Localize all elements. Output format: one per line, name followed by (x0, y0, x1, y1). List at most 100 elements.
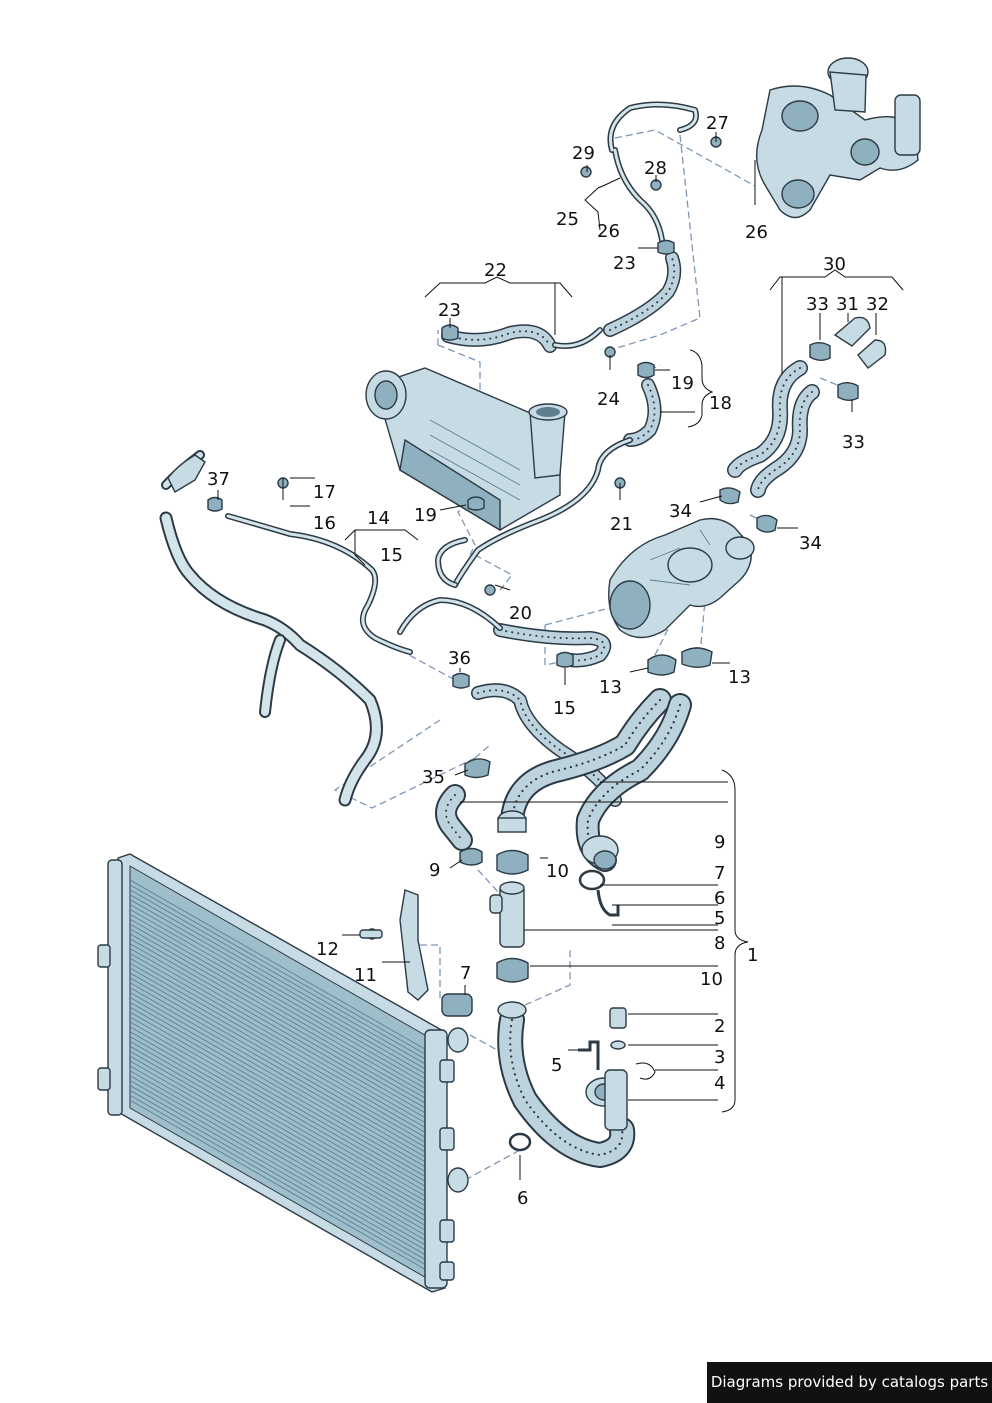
radiator-fin (129, 972, 431, 1146)
radiator-fin (129, 1045, 431, 1219)
label-34: 34 (669, 501, 692, 522)
label-21: 21 (610, 514, 633, 535)
label-37: 37 (207, 469, 230, 490)
radiator-fin (129, 928, 431, 1102)
radiator-fin (129, 943, 431, 1116)
label-9: 9 (429, 860, 440, 881)
label-32: 32 (866, 294, 889, 315)
bolt (580, 166, 592, 178)
radiator (97, 853, 469, 1293)
label-15: 15 (380, 545, 403, 566)
radiator-fin (129, 1085, 431, 1258)
label-10: 10 (700, 969, 723, 990)
label-6: 6 (517, 1188, 528, 1209)
radiator-fin (129, 908, 431, 1082)
label-35: 35 (422, 767, 445, 788)
radiator-fin (129, 889, 431, 1063)
label-20: 20 (509, 603, 532, 624)
radiator-fin (129, 967, 431, 1141)
leader-lines (217, 132, 904, 1180)
label-8: 8 (714, 933, 725, 954)
radiator-fin (129, 933, 431, 1107)
label-22: 22 (484, 260, 507, 281)
radiator-fin (129, 884, 431, 1058)
radiator-fin (129, 1050, 431, 1224)
label-30: 30 (823, 254, 846, 275)
label-6: 6 (714, 888, 725, 909)
radiator-fin (129, 938, 431, 1112)
part-number-labels: 1 2 3 4 5 5 6 6 7 7 8 9 9 10 10 11 12 13… (207, 113, 889, 1209)
bolt (484, 584, 496, 596)
label-33: 33 (806, 294, 829, 315)
radiator-fin (129, 894, 431, 1068)
radiator-fin (129, 1031, 431, 1205)
label-5: 5 (714, 908, 725, 929)
label-7: 7 (714, 863, 725, 884)
label-16: 16 (313, 513, 336, 534)
radiator-fin (129, 913, 431, 1087)
label-31: 31 (836, 294, 859, 315)
radiator-fin (129, 1021, 431, 1195)
radiator-fin (129, 948, 431, 1121)
radiator-fin (129, 1026, 431, 1200)
radiator-fin (129, 918, 431, 1092)
label-19: 19 (671, 373, 694, 394)
radiator-fin (129, 1055, 431, 1229)
label-5: 5 (551, 1055, 562, 1076)
label-27: 27 (706, 113, 729, 134)
label-11: 11 (354, 965, 377, 986)
radiator-fin (129, 1060, 431, 1234)
radiator-fin (129, 1011, 431, 1185)
label-36: 36 (448, 648, 471, 669)
label-28: 28 (644, 158, 667, 179)
label-26: 26 (745, 222, 768, 243)
radiator-fin (129, 1006, 431, 1180)
label-33: 33 (842, 432, 865, 453)
radiator-fin (129, 1001, 431, 1175)
label-12: 12 (316, 939, 339, 960)
radiator-fin (129, 992, 431, 1165)
components (167, 57, 921, 1152)
radiator-fin (129, 977, 431, 1151)
radiator-fin (129, 1065, 431, 1239)
radiator-fin (129, 899, 431, 1072)
radiator-fin (129, 904, 431, 1077)
label-23: 23 (613, 253, 636, 274)
radiator-fin (129, 1041, 431, 1214)
radiator-fin (129, 957, 431, 1131)
coolant-hoses (435, 251, 820, 1168)
label-15: 15 (553, 698, 576, 719)
rigid-pipes (159, 101, 699, 807)
label-26: 26 (597, 221, 620, 242)
label-7: 7 (460, 963, 471, 984)
label-24: 24 (597, 389, 620, 410)
label-3: 3 (714, 1047, 725, 1068)
radiator-fin (129, 1075, 431, 1249)
label-13: 13 (728, 667, 751, 688)
radiator-fin (129, 987, 431, 1160)
radiator-fin (129, 1080, 431, 1253)
radiator-fin (129, 1094, 431, 1268)
label-10: 10 (546, 861, 569, 882)
label-23: 23 (438, 300, 461, 321)
label-9: 9 (714, 832, 725, 853)
radiator-fin (129, 1070, 431, 1244)
label-18: 18 (709, 393, 732, 414)
radiator-fin (129, 982, 431, 1156)
radiator-fin (129, 997, 431, 1170)
label-25: 25 (556, 209, 579, 230)
radiator-fin (129, 923, 431, 1097)
radiator-fin (129, 952, 431, 1126)
label-34: 34 (799, 533, 822, 554)
label-13: 13 (599, 677, 622, 698)
label-4: 4 (714, 1073, 725, 1094)
label-17: 17 (313, 482, 336, 503)
label-19: 19 (414, 505, 437, 526)
credit-banner: Diagrams provided by catalogs parts (707, 1362, 992, 1403)
radiator-fin (129, 962, 431, 1136)
radiator-fin (129, 879, 431, 1053)
label-2: 2 (714, 1016, 725, 1037)
radiator-fin (129, 1036, 431, 1209)
label-14: 14 (367, 508, 390, 529)
radiator-fin (129, 1089, 431, 1263)
